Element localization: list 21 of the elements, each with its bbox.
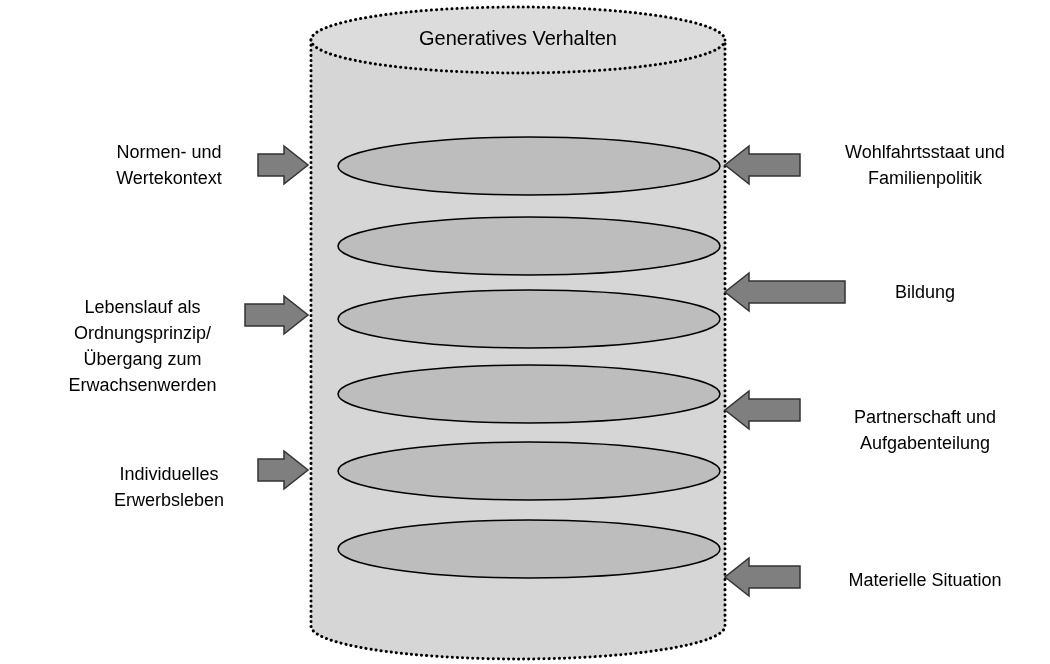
block-arrow: [723, 144, 801, 186]
ellipse-disc: [336, 135, 722, 197]
ellipse-disc: [336, 363, 722, 425]
ellipse-disc: [336, 518, 722, 580]
factor-label: Individuelles Erwerbsleben: [112, 463, 226, 512]
factor-label: Normen- und Wertekontext: [115, 141, 223, 190]
ellipse-disc: [336, 288, 722, 350]
factor-label: Wohlfahrtsstaat und Familienpolitik: [844, 141, 1006, 190]
block-arrow: [244, 294, 310, 336]
factor-label: Partnerschaft und Aufgabenteilung: [852, 406, 998, 455]
factor-label: Bildung: [894, 281, 955, 304]
ellipse-disc: [336, 215, 722, 277]
block-arrow: [723, 389, 801, 431]
factor-label: Materielle Situation: [848, 569, 1002, 592]
block-arrow: [257, 449, 310, 491]
block-arrow: [257, 144, 310, 186]
ellipse-disc: [336, 440, 722, 502]
block-arrow: [723, 556, 801, 598]
factor-label: Lebenslauf als Ordnungsprinzip/ Übergang zum Erwachsenwerden: [67, 296, 218, 397]
cylinder-title: Generatives Verhalten: [418, 26, 618, 50]
block-arrow: [723, 271, 846, 313]
